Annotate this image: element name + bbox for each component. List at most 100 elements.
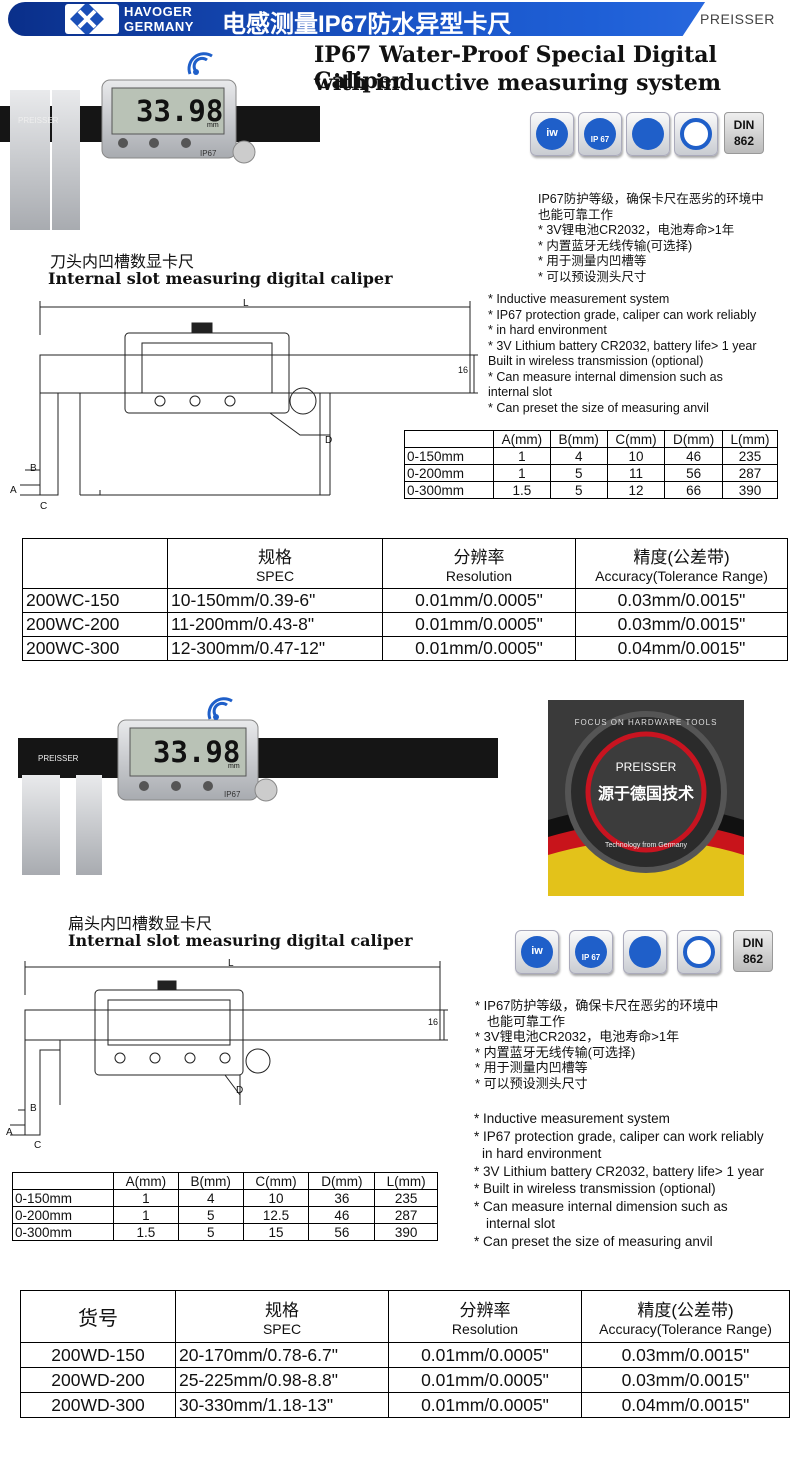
dim-label-L: L	[243, 298, 249, 309]
section1-subtitle-en: Internal slot measuring digital caliper	[48, 269, 393, 288]
table-row: 200WC-200 11-200mm/0.43-8" 0.01mm/0.0005…	[22, 612, 788, 637]
table-cell: 4	[177, 1189, 244, 1207]
dim-label-C: C	[34, 1140, 42, 1151]
table-row: 0-300mm 1.5 5 12 66 390	[404, 481, 778, 499]
feature-en: * Can preset the size of measuring anvil	[488, 400, 709, 415]
arrow-circle-icon	[623, 930, 667, 974]
table-cell: 5	[177, 1206, 244, 1224]
table-cell: 0.01mm/0.0005"	[382, 636, 576, 661]
header-brand-right: PREISSER	[700, 11, 775, 27]
table-cell: 25-225mm/0.98-8.8"	[175, 1367, 389, 1393]
ip-label: IP67	[200, 149, 217, 158]
table-cell: 0.01mm/0.0005"	[388, 1392, 582, 1418]
dim-label-A: A	[6, 1127, 13, 1138]
table-cell: 0.01mm/0.0005"	[388, 1367, 582, 1393]
lcd-reading: 33.98	[153, 735, 241, 769]
section2-subtitle-en: Internal slot measuring digital caliper	[68, 931, 413, 950]
brand-country: GERMANY	[124, 19, 194, 34]
table-cell: 0-150mm	[404, 447, 494, 465]
headline-line1: IP67 Water-Proof Special Digital Caliper	[314, 42, 717, 94]
table-header-cell: B(mm)	[177, 1172, 244, 1190]
badge-tagline: Technology from Germany	[604, 842, 688, 849]
table-cell: 4	[549, 447, 608, 465]
feature-en: * Can preset the size of measuring anvil	[474, 1233, 713, 1249]
feature-cn: * 可以预设测头尺寸	[475, 1075, 588, 1091]
table-row: 200WD-300 30-330mm/1.18-13" 0.01mm/0.000…	[20, 1392, 790, 1418]
badge-ring-text: FOCUS ON HARDWARE TOOLS	[574, 718, 718, 727]
table-cell: 0.04mm/0.0015"	[575, 636, 788, 661]
section2-technical-drawing: L D 16 A B C	[0, 955, 450, 1160]
table-cell: 200WD-150	[20, 1342, 176, 1368]
table-cell: 235	[722, 447, 778, 465]
table-cell: 0.03mm/0.0015"	[575, 588, 788, 613]
feature-cn: * 内置蓝牙无线传输(可选择)	[475, 1044, 636, 1060]
table-row: 0-300mm 1.5 5 15 56 390	[12, 1223, 438, 1241]
dim-label-D: D	[236, 1085, 244, 1096]
feature-en: internal slot	[488, 385, 552, 399]
feature-cn: * 可以预设测头尺寸	[538, 269, 647, 284]
dim-label-A: A	[10, 485, 17, 496]
table-cell: 1	[493, 464, 551, 482]
table-header-cell: 精度(公差带)Accuracy(Tolerance Range)	[575, 538, 788, 589]
table-row: 200WD-150 20-170mm/0.78-6.7" 0.01mm/0.00…	[20, 1342, 790, 1368]
feature-en: * Can measure internal dimension such as	[474, 1198, 728, 1214]
table-cell: 10-150mm/0.39-6"	[167, 588, 383, 613]
table-cell: 56	[664, 464, 724, 482]
feature-en: * 3V Lithium battery CR2032, battery lif…	[488, 338, 757, 353]
ip67-icon: IP 67	[569, 930, 613, 974]
dim-label-B: B	[30, 1103, 37, 1114]
lcd-reading: 33.98	[136, 94, 224, 128]
brand-logo	[65, 2, 119, 36]
feature-en: * IP67 protection grade, caliper can wor…	[474, 1128, 764, 1144]
section1-dimension-table: A(mm) B(mm) C(mm) D(mm) L(mm) 0-150mm 1 …	[404, 430, 778, 499]
dim-label-L: L	[228, 958, 234, 969]
table-cell: 12.5	[242, 1206, 310, 1224]
table-cell: 200WC-150	[22, 588, 168, 613]
table-cell: 390	[374, 1223, 438, 1241]
table-cell: 12	[606, 481, 666, 499]
table-header-cell: A(mm)	[493, 430, 551, 448]
section1-features-cn: IP67防护等级，确保卡尺在恶劣的环境中 也能可靠工作 * 3V锂电池CR203…	[538, 192, 764, 285]
dim-label-height: 16	[428, 1017, 439, 1027]
table-header-cell: L(mm)	[374, 1172, 438, 1190]
table-header-cell	[12, 1172, 114, 1190]
table-cell: 11-200mm/0.43-8"	[167, 612, 383, 637]
feature-cn: IP67防护等级，确保卡尺在恶劣的环境中	[538, 192, 764, 206]
feature-en: * Inductive measurement system	[474, 1111, 670, 1126]
table-cell: 1	[113, 1189, 179, 1207]
table-cell: 200WC-200	[22, 612, 168, 637]
dim-label-B: B	[30, 463, 37, 474]
table-cell: 0.01mm/0.0005"	[382, 588, 576, 613]
headline-line2: with inductive measuring system	[314, 70, 722, 96]
table-header-cell: D(mm)	[308, 1172, 376, 1190]
table-row: 0-200mm 1 5 12.5 46 287	[12, 1206, 438, 1224]
lcd-unit: mm	[228, 763, 240, 770]
table-cell: 20-170mm/0.78-6.7"	[175, 1342, 389, 1368]
table-cell: 0.03mm/0.0015"	[581, 1342, 790, 1368]
table-row: 0-150mm 1 4 10 46 235	[404, 447, 778, 465]
table-cell: 0.01mm/0.0005"	[388, 1342, 582, 1368]
feature-cn: * IP67防护等级，确保卡尺在恶劣的环境中	[475, 998, 719, 1013]
feature-en: in hard environment	[482, 1146, 602, 1161]
dim-label-C: C	[40, 501, 48, 512]
table-cell: 10	[242, 1189, 310, 1207]
table-cell: 5	[177, 1223, 244, 1241]
table-cell: 235	[374, 1189, 438, 1207]
table-header-cell: D(mm)	[664, 430, 724, 448]
rotate-icon	[674, 112, 718, 156]
badge-cn: 源于德国技术	[597, 786, 694, 803]
table-cell: 200WC-300	[22, 636, 168, 661]
table-header-row: A(mm) B(mm) C(mm) D(mm) L(mm)	[12, 1172, 438, 1190]
feature-cn: * 3V锂电池CR2032，电池寿命>1年	[475, 1029, 680, 1044]
feature-en: * Built in wireless transmission (option…	[474, 1181, 716, 1196]
table-cell: 1.5	[493, 481, 551, 499]
rotate-icon	[677, 930, 721, 974]
table-header-cell: 精度(公差带)Accuracy(Tolerance Range)	[581, 1290, 790, 1343]
dim-label-D: D	[325, 435, 333, 446]
